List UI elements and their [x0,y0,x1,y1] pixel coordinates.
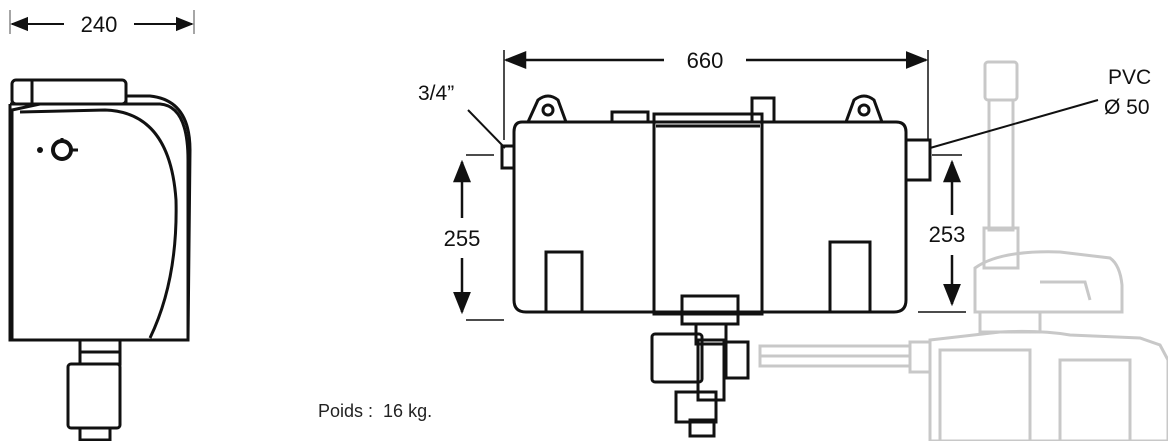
side-view-valve-icon [37,138,78,161]
dimension-253 [918,154,966,313]
dimension-240 [9,10,195,34]
dimension-255-label: 255 [444,226,481,251]
dimension-240-label: 240 [81,12,118,37]
dimension-660 [503,50,929,140]
side-view [8,78,192,441]
inlet-leader-line [467,109,506,149]
weight-label: Poids : [318,401,374,421]
dimension-253-label: 253 [929,222,966,247]
dimension-255 [453,154,504,321]
inlet-size-label: 3/4” [418,82,454,105]
front-view-tank [500,94,932,438]
dimension-660-label: 660 [687,48,724,73]
background-pump [758,60,1168,441]
weight-note: Poids : 16 kg. [318,401,432,422]
outlet-material-label: PVC [1108,66,1151,89]
outlet-leader-line [929,99,1099,149]
weight-value: 16 kg. [383,401,433,421]
outlet-diameter-label: Ø 50 [1104,96,1150,119]
